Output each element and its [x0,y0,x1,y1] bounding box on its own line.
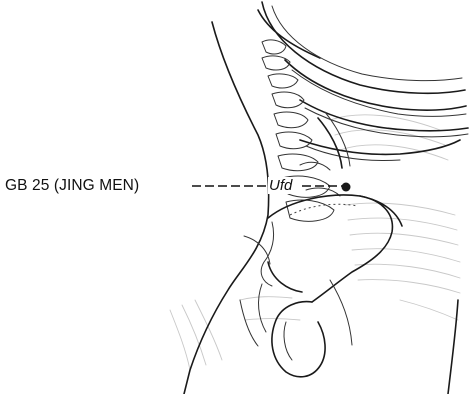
handwritten-annotation: Ufd [268,177,293,194]
body-outline [184,10,458,394]
acupoint-label: GB 25 (JING MEN) [5,177,139,195]
acupoint-marker [342,183,351,192]
muscle-striations [170,115,460,370]
pelvis [240,195,402,377]
